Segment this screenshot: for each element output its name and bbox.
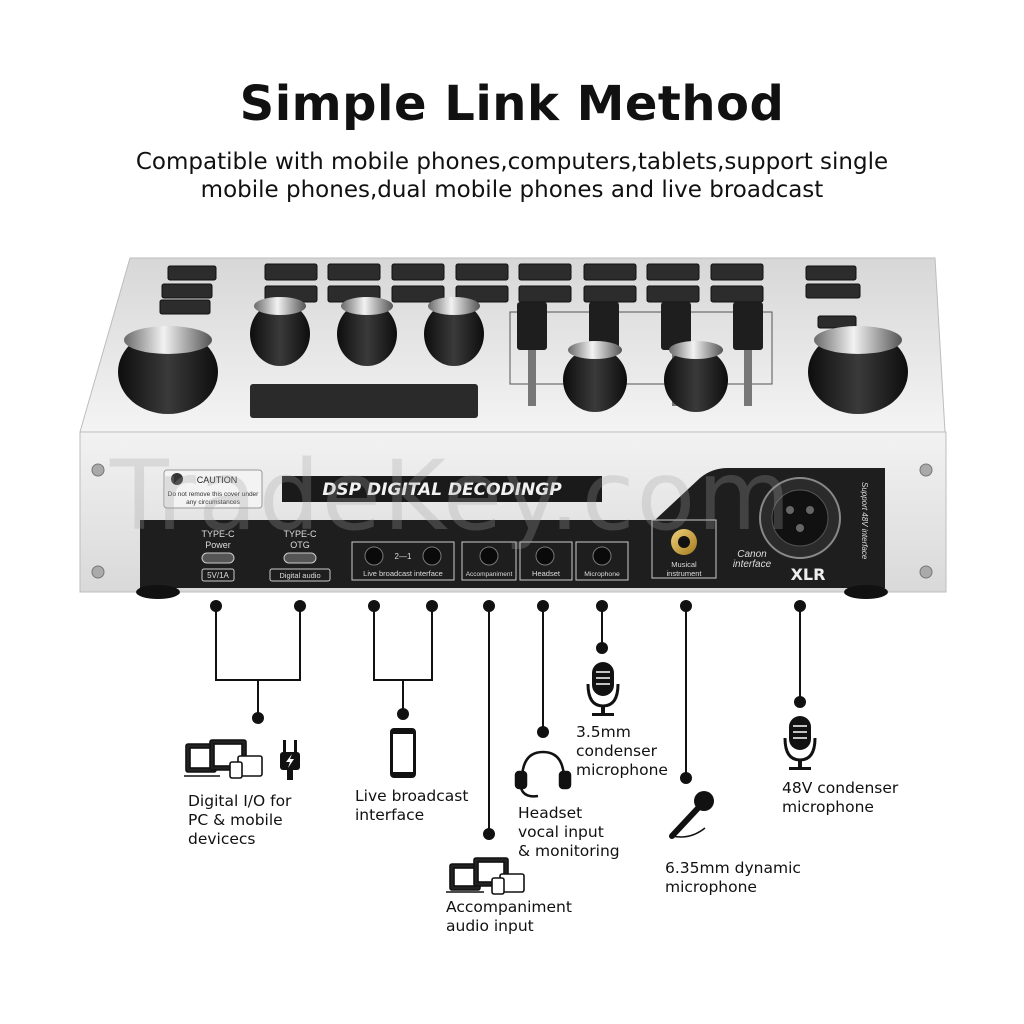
label-digital-io: Digital I/O for PC & mobile devicecs: [188, 792, 291, 849]
support-48v-label: Support 48V interface: [860, 482, 869, 560]
warning-icon: [171, 473, 183, 485]
page-subtitle: Compatible with mobile phones,computers,…: [0, 148, 1024, 204]
computer-devices-icon: [184, 739, 263, 779]
label-accompaniment-line-1: Accompaniment: [446, 898, 572, 916]
label-condenser-35: 3.5mm condenser microphone: [576, 723, 668, 780]
label-condenser-35-line-2: condenser: [576, 742, 658, 760]
xlr-port[interactable]: Canon interface XLR Support 48V interfac…: [733, 477, 869, 584]
top-button-row: [159, 263, 861, 329]
live-numbers: 2—1: [395, 552, 412, 561]
knob-large-right[interactable]: [808, 326, 908, 414]
label-condenser-35-line-3: microphone: [576, 761, 668, 779]
knob-mid-2[interactable]: [664, 341, 728, 412]
label-dynamic-635-line-1: 6.35mm dynamic: [665, 859, 801, 877]
knob-small-1[interactable]: [250, 297, 310, 366]
xlr-label: XLR: [791, 565, 826, 584]
dynamic-mic-icon: [669, 791, 714, 839]
condenser-mic-48v-icon: [783, 716, 817, 770]
caution-title: CAUTION: [197, 475, 238, 485]
caution-text-2: any circumstances: [186, 499, 241, 506]
label-headset-line-2: vocal input: [518, 823, 604, 841]
label-digital-io-line-1: Digital I/O for: [188, 792, 292, 810]
label-condenser-35-line-1: 3.5mm: [576, 723, 631, 741]
canon-label-1: Canon: [737, 549, 767, 560]
typec-otg-label-1: TYPE-C: [283, 529, 317, 539]
label-accompaniment-line-2: audio input: [446, 917, 534, 935]
label-dynamic-635-line-2: microphone: [665, 878, 757, 896]
knob-small-2[interactable]: [337, 297, 397, 366]
screw-icons: [91, 463, 933, 579]
watermark: TradeKey.com: [110, 440, 793, 552]
label-condenser-48v-line-2: microphone: [782, 798, 874, 816]
subtitle-line-1: Compatible with mobile phones,computers,…: [135, 149, 889, 175]
connection-lines: [215, 606, 801, 834]
label-headset: Headset vocal input & monitoring: [518, 804, 620, 861]
headset-icon: [514, 750, 572, 798]
caution-sticker: [163, 469, 263, 509]
brand-plate-text: DSP DIGITAL DECODINGP: [322, 480, 562, 500]
device-feet: [136, 585, 888, 599]
label-digital-io-line-2: PC & mobile: [188, 811, 283, 829]
display-window: [250, 384, 478, 418]
knob-small-3[interactable]: [424, 297, 484, 366]
knob-mid-1[interactable]: [563, 341, 627, 412]
typec-power-label-1: TYPE-C: [201, 529, 235, 539]
power-plug-icon: [280, 740, 300, 780]
label-live-broadcast-line-1: Live broadcast: [355, 787, 469, 805]
accompaniment-port[interactable]: Accompaniment: [461, 541, 517, 581]
typec-power-label-2: Power: [205, 540, 231, 550]
microphone-port[interactable]: Microphone: [575, 541, 629, 581]
label-live-broadcast-line-2: interface: [355, 806, 425, 824]
smartphone-icon: [390, 728, 416, 778]
instrument-label-2: instrument: [666, 569, 702, 578]
accompaniment-devices-icon: [446, 857, 525, 895]
knob-large-left[interactable]: [118, 326, 218, 414]
label-condenser-48v: 48V condenser microphone: [782, 779, 898, 817]
typec-power-rating: 5V/1A: [207, 571, 229, 580]
typec-otg-box-label: Digital audio: [279, 571, 320, 580]
label-accompaniment: Accompaniment audio input: [446, 898, 572, 936]
label-headset-line-1: Headset: [518, 804, 583, 822]
headset-port[interactable]: Headset: [519, 541, 573, 581]
instrument-label-1: Musical: [671, 560, 697, 569]
connection-dots: [210, 600, 806, 840]
label-condenser-48v-line-1: 48V condenser: [782, 779, 899, 797]
caution-text-1: Do not remove this cover under: [168, 491, 260, 498]
label-dynamic-635: 6.35mm dynamic microphone: [665, 859, 801, 897]
condenser-mic-icon: [586, 662, 620, 716]
typec-otg-label-2: OTG: [290, 540, 310, 550]
accompaniment-port-label: Accompaniment: [466, 571, 513, 578]
subtitle-line-2: mobile phones,dual mobile phones and liv…: [200, 177, 824, 203]
typec-otg-port[interactable]: TYPE-C OTG Digital audio: [269, 529, 331, 582]
label-live-broadcast: Live broadcast interface: [355, 787, 468, 825]
canon-label-2: interface: [733, 559, 772, 570]
connector-plate: [140, 468, 885, 588]
microphone-port-label: Microphone: [584, 571, 620, 578]
page-title: Simple Link Method: [239, 76, 785, 132]
live-port-label: Live broadcast interface: [363, 569, 443, 578]
typec-power-port[interactable]: TYPE-C Power 5V/1A: [201, 529, 235, 582]
live-broadcast-ports[interactable]: 2—1 Live broadcast interface: [351, 541, 455, 581]
instrument-port[interactable]: Musical instrument: [651, 519, 717, 579]
headset-port-label: Headset: [532, 569, 561, 578]
label-digital-io-line-3: devicecs: [188, 830, 256, 848]
label-headset-line-3: & monitoring: [518, 842, 620, 860]
brand-plate: [282, 476, 602, 502]
